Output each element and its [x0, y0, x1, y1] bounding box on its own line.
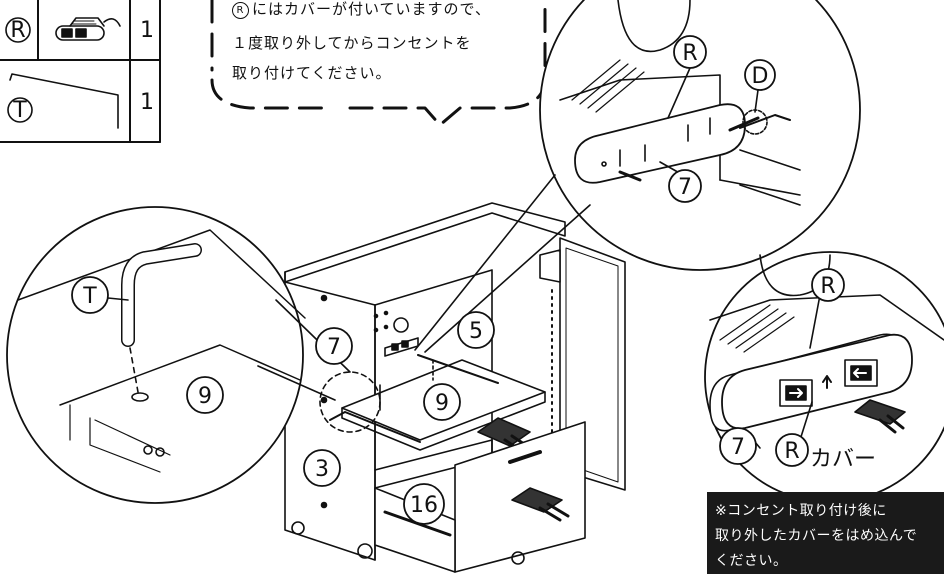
- bubble-r-symbol: R: [232, 2, 249, 19]
- callout-7-top: 7: [668, 169, 702, 203]
- callout-t: T: [71, 276, 109, 314]
- callout-text: 3: [315, 457, 329, 482]
- part-t-label: T: [12, 98, 27, 123]
- callout-r-top: R: [673, 35, 707, 69]
- callout-text: 7: [678, 175, 692, 200]
- note-box: ※コンセント取り付け後に 取り外したカバーをはめ込んで ください。: [707, 492, 944, 574]
- part-r-badge: [5, 17, 31, 43]
- callout-5: 5: [457, 311, 495, 349]
- bubble-line-1-text: にはカバーが付いていますので、: [252, 0, 491, 18]
- callout-3: 3: [303, 449, 341, 487]
- callout-16: 16: [403, 483, 445, 525]
- bubble-line-2: １度取り外してからコンセントを: [232, 34, 472, 52]
- callout-text: R: [682, 41, 697, 66]
- hex-wrench-icon: [9, 73, 119, 129]
- part-r-qty: 1: [140, 18, 154, 43]
- callout-text: 16: [410, 493, 438, 518]
- callout-text: 5: [469, 319, 483, 344]
- callout-7-cover: 7: [719, 427, 757, 465]
- callout-text: T: [82, 284, 97, 309]
- callout-r-cover: R: [775, 433, 809, 467]
- callout-r-cover-top: R: [811, 268, 845, 302]
- part-t-badge: [7, 97, 33, 123]
- detail-circle-cover: [704, 251, 944, 503]
- callout-9-shelf: 9: [423, 383, 461, 421]
- callout-text: 7: [327, 335, 341, 360]
- cover-label: カバー: [810, 447, 877, 472]
- callout-7-cabinet: 7: [315, 327, 353, 365]
- callout-d: D: [744, 59, 776, 91]
- note-line-3: ください。: [715, 553, 788, 569]
- note-line-1: ※コンセント取り付け後に: [715, 503, 887, 519]
- callout-text: 9: [198, 384, 212, 409]
- part-t-qty: 1: [140, 90, 154, 115]
- detail-circle-outlet-install: [414, 0, 861, 353]
- bubble-line-3: 取り付けてください。: [232, 64, 392, 82]
- note-line-2: 取り外したカバーをはめ込んで: [715, 528, 918, 544]
- callout-text: D: [752, 64, 769, 89]
- callout-text: 9: [435, 391, 449, 416]
- callout-text: R: [784, 439, 799, 464]
- callout-9-wrench: 9: [186, 376, 224, 414]
- callout-text: 7: [731, 435, 745, 460]
- callout-text: R: [820, 274, 835, 299]
- parts-table: [0, 0, 161, 143]
- outlet-strip-icon: [55, 17, 121, 41]
- part-r-label: R: [10, 18, 25, 43]
